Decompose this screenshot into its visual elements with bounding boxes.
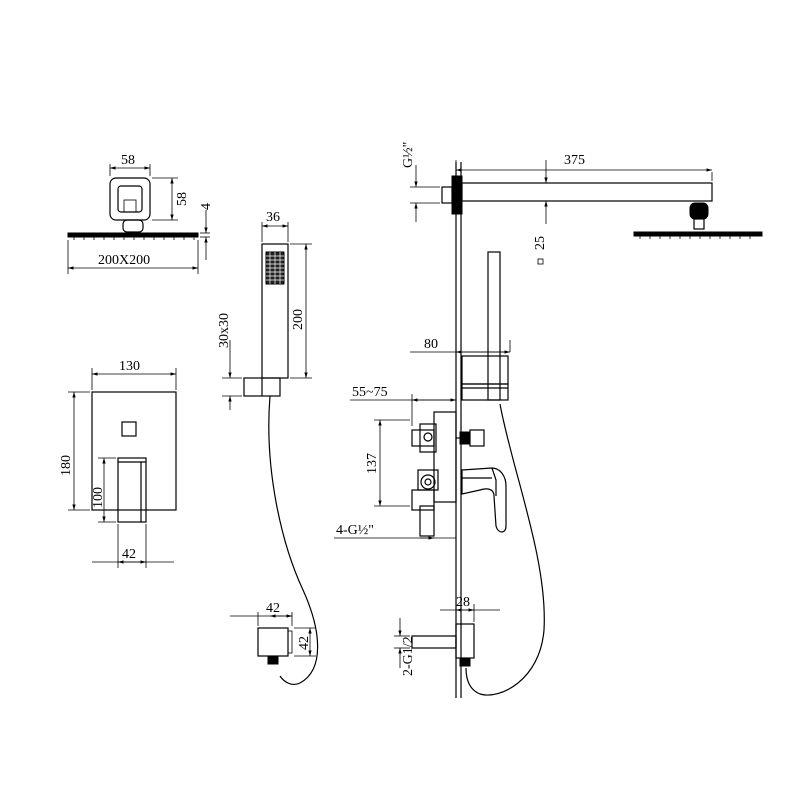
dim-handset-length: 200 — [291, 309, 306, 330]
valve-port-right — [469, 429, 485, 447]
dim-handle-height: 100 — [91, 487, 106, 508]
outlet-pipe — [411, 635, 457, 649]
shower-arm — [461, 182, 713, 202]
side-assembly-view: G½" 375 25 80 — [334, 142, 763, 698]
dim-valve-width: 130 — [119, 359, 140, 374]
dim-handset-width: 36 — [266, 210, 280, 225]
elbow-outlet — [267, 655, 279, 665]
hand-shower-view: 36 200 30x30 — [217, 210, 319, 686]
hand-shower-hose — [268, 395, 319, 686]
shower-head-plate — [67, 232, 199, 238]
dim-arm-drop: 25 — [533, 236, 548, 250]
dim-head-width: 58 — [121, 153, 135, 168]
dim-valve-depth: 55~75 — [352, 385, 388, 400]
side-hose — [465, 403, 545, 696]
dim-outlet-depth: 28 — [456, 595, 470, 610]
arm-nut — [689, 202, 709, 220]
arm-flange — [451, 175, 463, 215]
shower-head-base — [109, 177, 151, 221]
valve-cover-plate — [91, 391, 177, 511]
valve-indicator — [121, 421, 137, 437]
arm-inlet — [441, 186, 453, 204]
dim-valve-height: 180 — [59, 455, 74, 476]
dim-handle-width: 42 — [122, 547, 136, 562]
outlet-nipple — [459, 657, 471, 667]
dim-holder-offset: 80 — [424, 337, 438, 352]
dim-head-height: 58 — [175, 192, 190, 206]
dim-inlet-thread: G½" — [401, 142, 416, 168]
dim-outlet-ports: 2-G1/2 — [401, 636, 416, 676]
shower-head-nut — [122, 219, 144, 233]
side-head-plate — [633, 231, 763, 237]
dim-elbow-width: 42 — [266, 601, 280, 616]
shower-head-base-inner — [117, 185, 143, 213]
elbow-block — [257, 627, 289, 657]
dim-elbow-height: 42 — [297, 636, 312, 650]
outlet-flange — [455, 623, 475, 659]
valve-cover-view: 130 180 100 42 — [59, 359, 177, 568]
dim-handset-section: 30x30 — [217, 313, 232, 348]
valve-handle — [117, 457, 147, 523]
dim-arm-length: 375 — [564, 153, 585, 168]
dim-valve-ports: 4-G½" — [336, 523, 374, 538]
valve-top-cartridge — [411, 429, 435, 447]
dim-valve-spacing: 137 — [365, 453, 380, 474]
dim-head-thickness: 4 — [199, 203, 214, 210]
handset-holder — [461, 355, 509, 385]
wall-elbow-view: 42 42 — [230, 601, 316, 665]
dim-head-plate: 200X200 — [98, 253, 150, 268]
valve-body — [433, 411, 457, 503]
mixer-handle — [461, 467, 507, 533]
shower-head-view: 58 58 4 200X200 — [67, 153, 214, 274]
slide-rail — [487, 251, 501, 401]
